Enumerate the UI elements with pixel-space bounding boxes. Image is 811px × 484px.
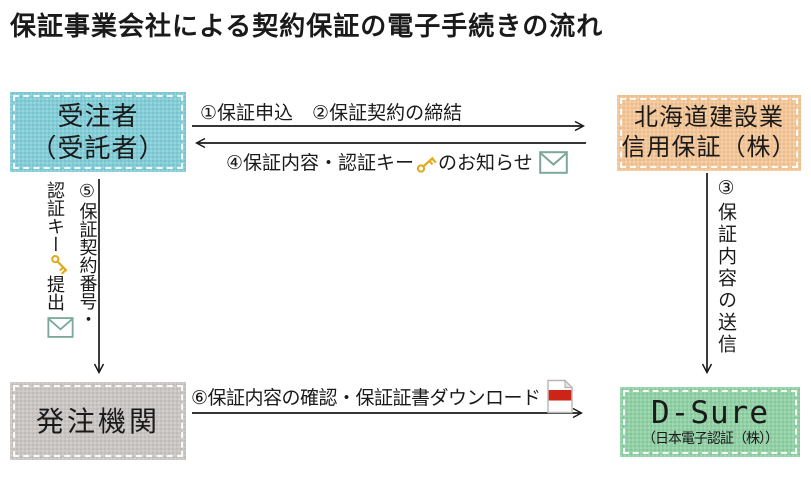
- node-orderer: 発注機関: [10, 382, 186, 460]
- node-guarantor: 北海道建設業 信用保証（株）: [617, 95, 801, 171]
- flow-label-step5-col2: 認証キー提出: [41, 181, 74, 338]
- node-dsure-sublabel: （日本電子認証（株））: [642, 429, 779, 446]
- flow-label-step4-text2: のお知らせ: [438, 153, 533, 174]
- flow-label-step5-col1: ⑤保証契約番号・: [77, 181, 98, 328]
- node-dsure-label: D-Sure: [651, 395, 769, 432]
- node-orderer-label: 発注機関: [35, 405, 160, 437]
- flow-label-step5-col2-text2: 提出: [45, 275, 65, 311]
- flow-label-step1-2: ①保証申込 ②保証契約の締結: [200, 98, 462, 125]
- page-title: 保証事業会社による契約保証の電子手続きの流れ: [10, 11, 604, 41]
- node-guarantor-label: 北海道建設業: [634, 104, 784, 131]
- node-contractor-label: 受注者: [57, 100, 139, 131]
- flow-label-step1-2-text: ①保証申込 ②保証契約の締結: [200, 103, 463, 124]
- envelope-icon: [46, 317, 74, 338]
- node-contractor: 受注者 （受託者）: [10, 92, 186, 172]
- flow-label-step3: ③保証内容の送信: [712, 177, 739, 356]
- node-contractor-sublabel: （受託者）: [30, 133, 166, 163]
- flow-label-step3-text: ③保証内容の送信: [715, 177, 736, 356]
- flow-label-step4-text: ④保証内容・認証キー: [226, 153, 415, 174]
- envelope-icon: [538, 151, 568, 180]
- node-guarantor-sublabel: 信用保証（株）: [621, 134, 797, 161]
- key-icon: [46, 253, 73, 275]
- flow-label-step4: ④保証内容・認証キー のお知らせ: [226, 148, 568, 180]
- document-icon: [546, 379, 574, 420]
- flow-label-step5: ⑤保証契約番号・ 認証キー提出: [41, 181, 101, 338]
- flow-label-step5-col2-text: 認証キー: [45, 181, 65, 253]
- node-dsure: D-Sure （日本電子認証（株））: [620, 387, 800, 457]
- key-icon: [415, 155, 437, 179]
- flow-label-step6-text: ⑥保証内容の確認・保証証書ダウンロード: [191, 388, 541, 409]
- flow-label-step6: ⑥保証内容の確認・保証証書ダウンロード: [191, 379, 574, 420]
